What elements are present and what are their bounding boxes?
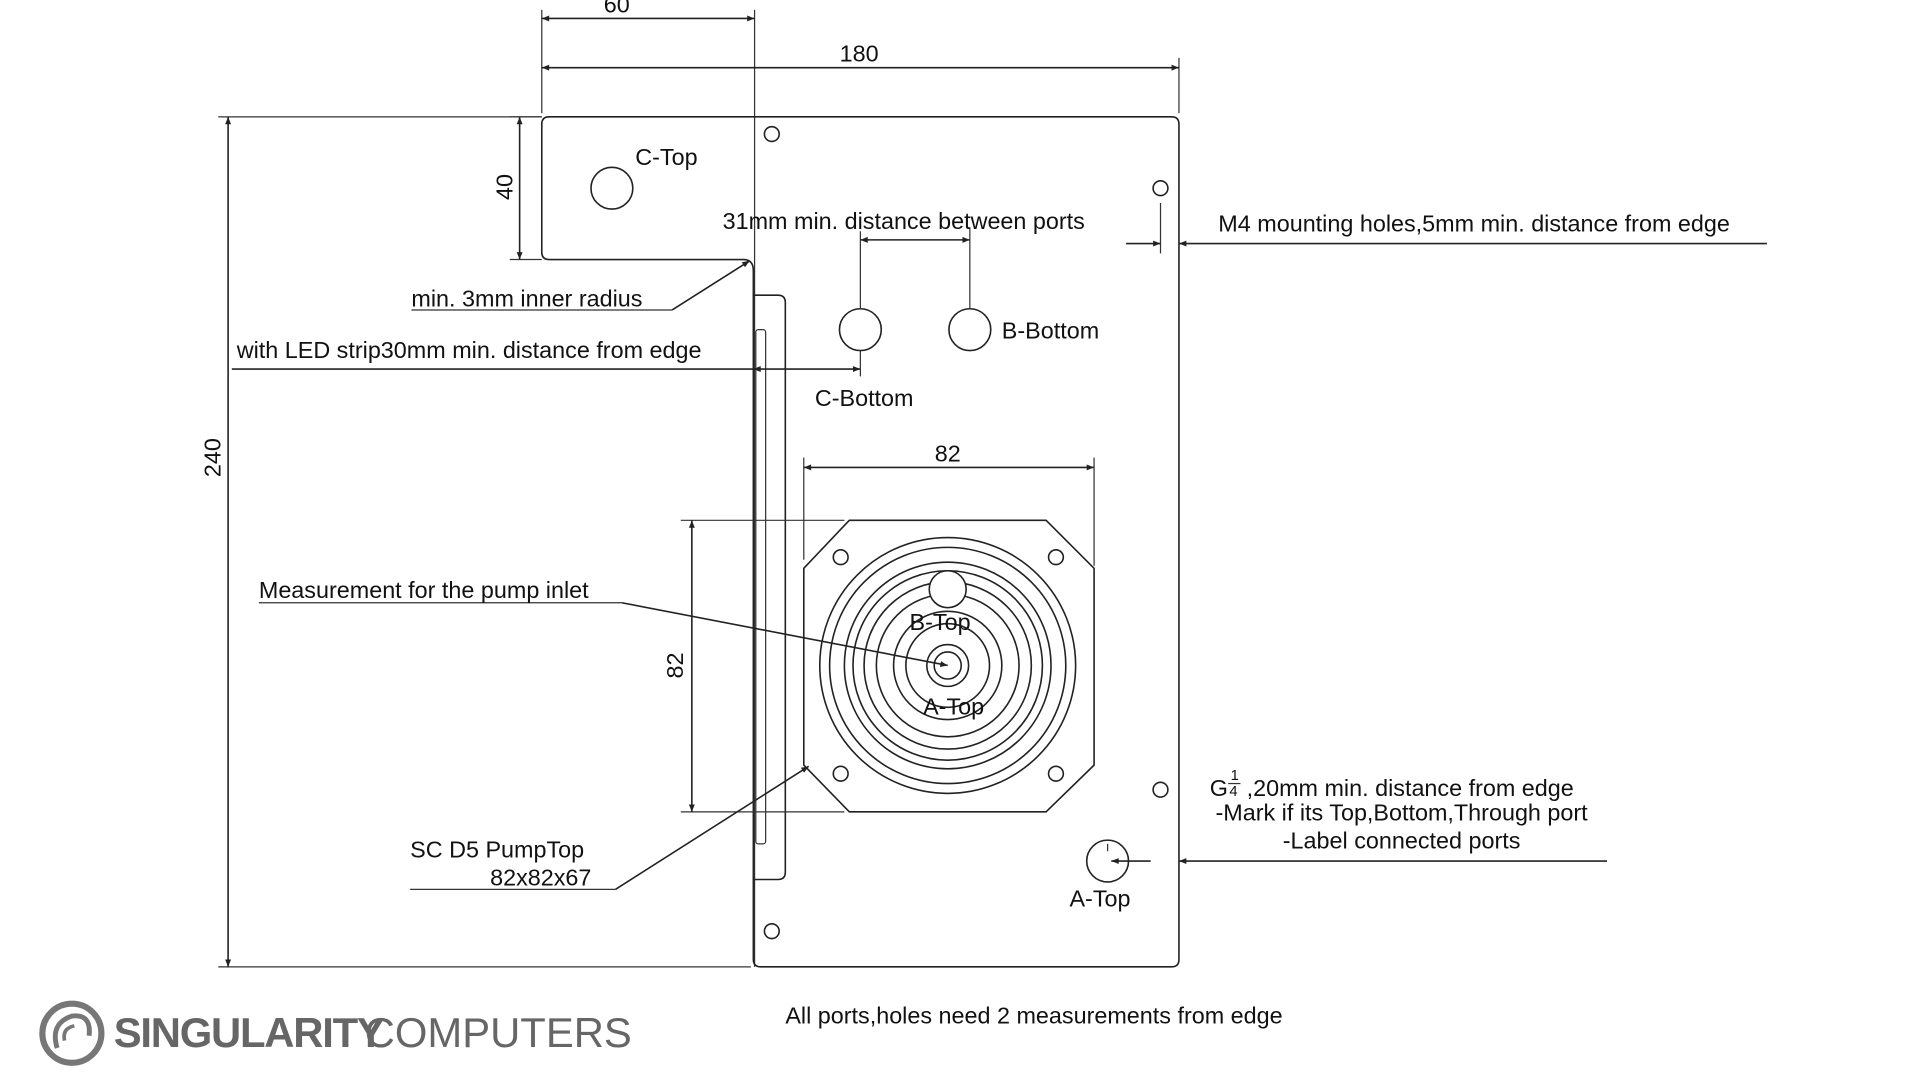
port-label: B-Top	[910, 609, 971, 635]
note-text: M4 mounting holes,5mm min. distance from…	[1218, 210, 1730, 236]
note-text: SC D5 PumpTop	[410, 836, 584, 862]
note-text: 82x82x67	[490, 865, 591, 891]
logo-icon	[39, 1000, 105, 1066]
dimension-240: 240	[200, 116, 751, 968]
note-text: with LED strip30mm min. distance from ed…	[236, 337, 702, 363]
note-text: ,20mm min. distance from edge	[1247, 775, 1574, 801]
dimension-40: 40	[491, 116, 542, 261]
inner-radius-note: min. 3mm inner radius	[411, 260, 751, 311]
port-label: C-Bottom	[815, 385, 914, 411]
port-c-bottom	[838, 307, 883, 352]
footer-note: All ports,holes need 2 measurements from…	[785, 1002, 1282, 1028]
pump-inlet-note: Measurement for the pump inlet	[258, 577, 948, 667]
port-distance-note: 31mm min. distance between ports	[723, 208, 1085, 309]
pump-top	[802, 519, 1095, 813]
dimension-label: 240	[200, 438, 226, 477]
dimension-180: 180	[541, 41, 1180, 114]
led-strip	[753, 294, 787, 881]
note-text: -Label connected ports	[1283, 828, 1521, 854]
note-text: G	[1210, 775, 1228, 801]
mounting-holes	[763, 125, 1169, 940]
thread-note: G 1 4 ,20mm min. distance from edge -Mar…	[1111, 768, 1608, 864]
pump-model-note: SC D5 PumpTop 82x82x67	[410, 765, 810, 891]
plate-outline	[540, 116, 1180, 968]
port-b-top	[928, 569, 967, 609]
logo-text-bold: SINGULARITY	[114, 1009, 385, 1056]
note-text: min. 3mm inner radius	[411, 285, 642, 311]
port-label: A-Top	[1069, 886, 1130, 912]
port-label: B-Bottom	[1002, 317, 1099, 343]
logo-text-light: COMPUTERS	[365, 1009, 632, 1056]
mounting-hole-note: M4 mounting holes,5mm min. distance from…	[1126, 202, 1767, 254]
note-text: 4	[1229, 784, 1237, 800]
note-text: 31mm min. distance between ports	[723, 208, 1085, 234]
dimension-label: 180	[840, 41, 879, 67]
led-strip-note: with LED strip30mm min. distance from ed…	[231, 337, 861, 377]
port-c-top	[590, 166, 634, 210]
dimension-pump-height: 82	[662, 519, 845, 813]
dimension-label: 60	[604, 0, 630, 17]
dimension-label: 40	[491, 174, 517, 200]
port-label: C-Top	[635, 144, 697, 170]
note-text: -Mark if its Top,Bottom,Through port	[1216, 799, 1589, 825]
singularity-logo: SINGULARITY COMPUTERS	[39, 1000, 632, 1066]
dimension-label: 82	[935, 440, 961, 466]
note-text: 1	[1231, 768, 1239, 784]
dimension-60: 60	[541, 0, 756, 967]
port-label: A-Top	[923, 694, 984, 720]
note-text: Measurement for the pump inlet	[259, 577, 589, 603]
dimension-pump-width: 82	[803, 440, 1095, 566]
port-b-bottom	[948, 307, 992, 352]
dimension-label: 82	[662, 652, 688, 678]
